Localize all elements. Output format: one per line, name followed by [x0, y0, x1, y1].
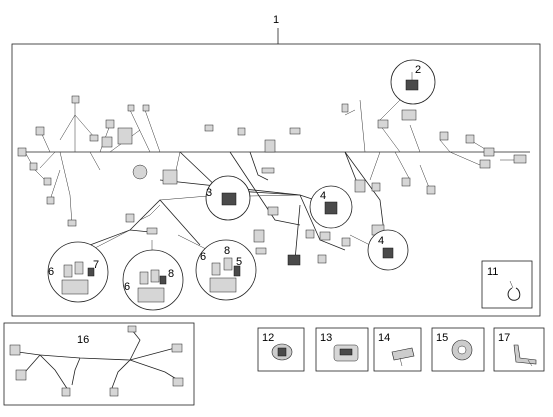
callout-2: 2 — [415, 64, 421, 76]
callout-8-middle: 8 — [168, 268, 174, 280]
callout-11: 11 — [487, 266, 498, 278]
main-harness-frame — [11, 43, 541, 317]
part-12-box: 12 — [257, 327, 305, 372]
callout-15: 15 — [436, 332, 448, 344]
callout-6-middle: 6 — [124, 281, 130, 293]
part-16-harness: 16 — [3, 322, 195, 406]
left-branches — [24, 100, 181, 226]
callout-16: 16 — [77, 334, 89, 346]
callout-14: 14 — [378, 332, 390, 344]
harness-connectors — [17, 95, 527, 266]
callout-7: 7 — [93, 259, 99, 271]
detail-part-3: 3 — [159, 175, 301, 221]
callout-17: 17 — [498, 332, 510, 344]
detail-part-2: 2 — [390, 59, 436, 105]
callout-8-right: 8 — [224, 245, 230, 257]
callout-1: 1 — [273, 14, 279, 26]
callout-3: 3 — [206, 187, 212, 199]
callout-4-lower: 4 — [378, 235, 384, 247]
main-harness-trunk — [25, 151, 530, 261]
part-13-box: 13 — [315, 327, 369, 372]
callout-12: 12 — [262, 332, 274, 344]
callout-6-right: 6 — [200, 251, 206, 263]
detail-fuse-box-left: 6 7 — [47, 229, 131, 303]
part-17-box: 17 — [493, 327, 545, 372]
callout-4-upper: 4 — [320, 190, 326, 202]
part-15-box: 15 — [431, 327, 485, 372]
callout-6-left: 6 — [48, 266, 54, 278]
detail-part-4-lower: 4 — [349, 229, 409, 271]
detail-fuse-box-right: 6 8 5 — [177, 234, 257, 301]
detail-part-4-upper: 4 — [309, 185, 353, 229]
right-branches — [344, 89, 520, 191]
part-11-box: 11 — [481, 260, 533, 309]
detail-fuse-box-middle: 6 8 — [122, 240, 184, 311]
callout-5: 5 — [236, 256, 242, 268]
callout-13: 13 — [320, 332, 332, 344]
part-14-box: 14 — [373, 327, 422, 372]
